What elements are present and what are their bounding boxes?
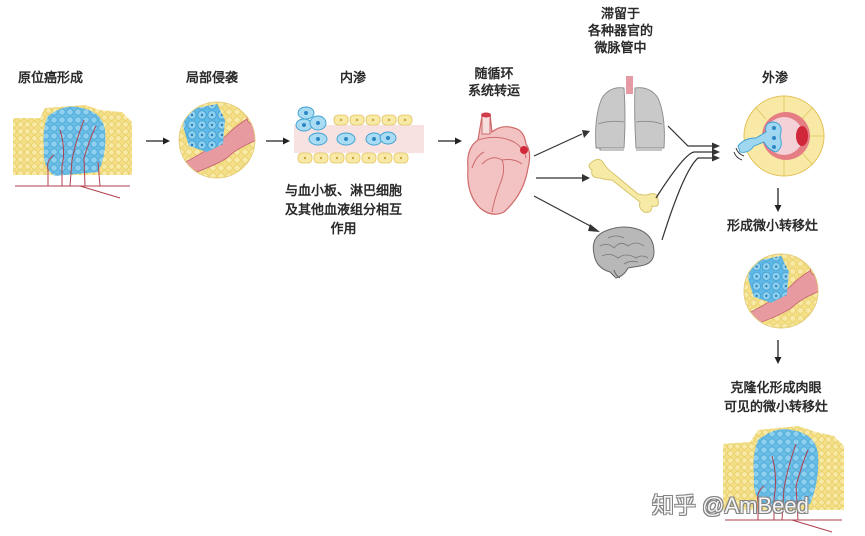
label-extravasation: 外渗 xyxy=(762,71,789,86)
arrow-right-icon xyxy=(438,136,462,146)
arrow-right-icon xyxy=(266,136,290,146)
local-invasion-illustration xyxy=(177,100,257,180)
label-line: 滞留于 xyxy=(601,7,641,22)
arrow-down-icon xyxy=(773,188,783,212)
bone-illustration xyxy=(586,156,662,216)
extravasation-illustration xyxy=(733,92,826,184)
label-in-situ: 原位癌形成 xyxy=(18,71,84,86)
note-line: 与血小板、淋巴细胞 xyxy=(285,184,403,199)
intravasation-vessel-illustration xyxy=(294,105,424,167)
label-local-invasion: 局部侵袭 xyxy=(186,71,239,86)
label-micrometastasis: 形成微小转移灶 xyxy=(727,219,819,234)
arrow-down-icon xyxy=(773,340,783,364)
note-line: 及其他血液组分相互 xyxy=(285,203,403,218)
heart-illustration xyxy=(462,108,538,220)
lung-illustration xyxy=(590,76,670,152)
note-line: 作用 xyxy=(330,222,357,237)
label-macrometastasis: 克隆化形成肉眼 可见的微小转移灶 xyxy=(724,379,828,417)
converging-arrows xyxy=(650,110,730,270)
macrometastasis-illustration xyxy=(720,422,850,533)
label-line: 可见的微小转移灶 xyxy=(724,400,829,415)
arrow-right-icon xyxy=(146,136,170,146)
label-line: 各种器官的 xyxy=(588,24,654,39)
label-line: 随循环 xyxy=(474,67,514,82)
label-intravasation: 内渗 xyxy=(340,71,367,86)
label-intravasation-note: 与血小板、淋巴细胞 及其他血液组分相互 作用 xyxy=(285,182,402,239)
brain-illustration xyxy=(588,224,658,284)
label-line: 微脉管中 xyxy=(594,41,647,56)
in-situ-carcinoma-illustration xyxy=(10,100,140,200)
distribution-arrows xyxy=(530,120,610,260)
micrometastasis-illustration xyxy=(742,252,820,330)
label-line: 克隆化形成肉眼 xyxy=(730,381,822,396)
label-arrest: 滞留于 各种器官的 微脉管中 xyxy=(588,6,653,57)
label-line: 系统转运 xyxy=(468,84,521,99)
label-circulation: 随循环 系统转运 xyxy=(468,66,520,100)
watermark: 知乎 @AmBeed xyxy=(652,493,809,518)
